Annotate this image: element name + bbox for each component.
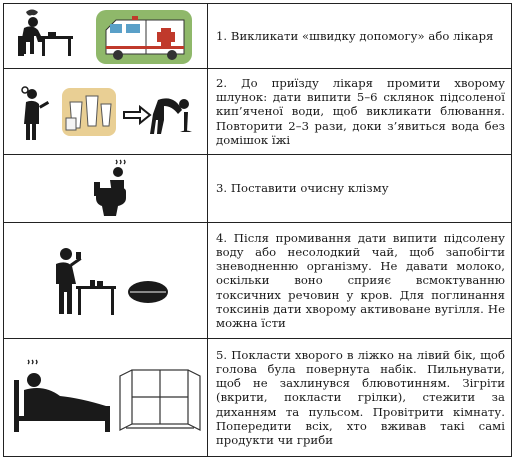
first-aid-steps-table: 1. Викликати «швидку допомогу» або лікар… — [3, 3, 512, 457]
step-2-text: 2. До приїзду лікаря промити хворому шлу… — [207, 68, 512, 155]
step-1-illustration — [3, 3, 208, 69]
step-4-text: 4. Після промивання дати випити підсолен… — [207, 222, 512, 339]
step-2-illustration — [3, 68, 208, 155]
step-3-illustration — [3, 154, 208, 223]
table-row: 2. До приїзду лікаря промити хворому шлу… — [3, 68, 512, 155]
table-row: 3. Поставити очисну клізму — [3, 154, 512, 223]
water-glasses-vomiting-icon — [20, 85, 192, 140]
person-in-bed-window-icon — [13, 359, 201, 432]
drinking-person-charcoal-icon — [55, 247, 168, 315]
table-row: 5. Покласти хворого в ліжко на лівий бік… — [3, 338, 512, 457]
table-row: 1. Викликати «швидку допомогу» або лікар… — [3, 3, 512, 69]
person-on-toilet-icon — [93, 159, 126, 216]
step-1-text: 1. Викликати «швидку допомогу» або лікар… — [207, 3, 512, 69]
step-5-text: 5. Покласти хворого в ліжко на лівий бік… — [207, 338, 512, 457]
sick-person-ambulance-icon — [17, 9, 192, 64]
table-row: 4. Після промивання дати випити підсолен… — [3, 222, 512, 339]
step-4-illustration — [3, 222, 208, 339]
step-5-illustration — [3, 338, 208, 457]
step-3-text: 3. Поставити очисну клізму — [207, 154, 512, 223]
